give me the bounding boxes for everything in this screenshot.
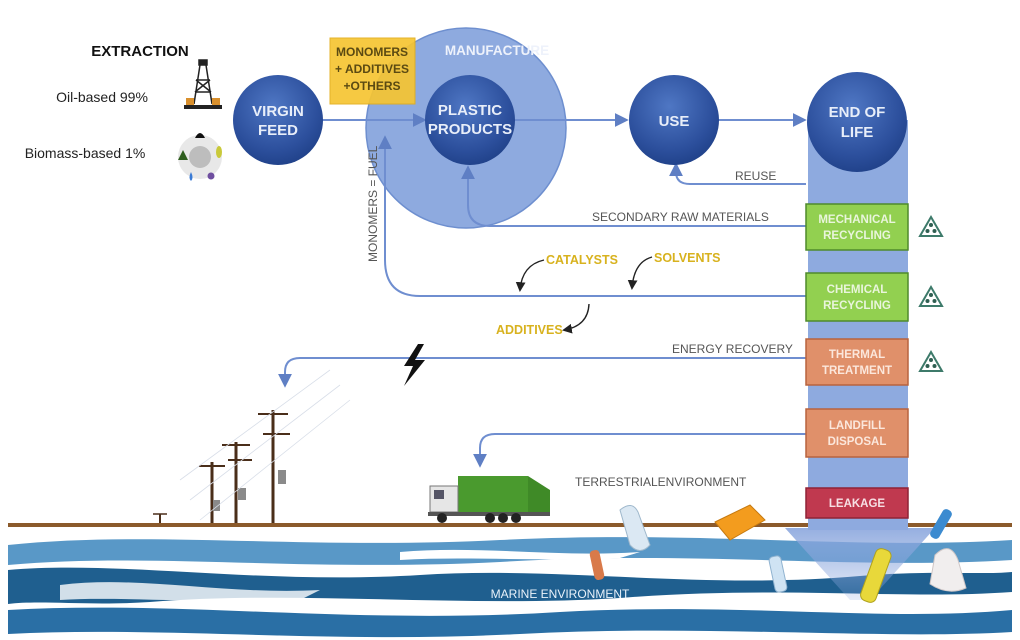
flow-lines <box>278 113 807 468</box>
flow-energy-recovery <box>278 357 806 388</box>
power-poles-icon <box>153 410 290 523</box>
eol-option-landfill-disposal: LANDFILL DISPOSAL <box>805 408 909 458</box>
ground-line <box>8 523 1012 527</box>
recycle-dot <box>932 364 937 368</box>
eol-box-label: RECYCLING <box>823 230 891 242</box>
recycle-dot <box>929 293 933 297</box>
virgin-feed-line2: FEED <box>258 122 298 139</box>
end-of-life-line2: LIFE <box>841 124 874 141</box>
eol-box <box>805 408 909 458</box>
end-of-life-column <box>808 120 908 530</box>
node-plastic-products: PLASTIC PRODUCTS <box>425 75 515 165</box>
virgin-feed-line1: VIRGIN <box>252 103 304 120</box>
recycle-triangle-icon <box>918 215 944 237</box>
corn-icon <box>216 146 222 158</box>
additives-label: ADDITIVES <box>496 323 563 337</box>
inputs-box-text: MONOMERS + ADDITIVES +OTHERS <box>335 45 409 93</box>
node-use: USE <box>629 75 719 165</box>
eol-option-chemical-recycling: CHEMICAL RECYCLING <box>805 272 944 322</box>
inputs-box <box>329 37 416 105</box>
recycle-dot <box>932 299 937 303</box>
recycle-triangle-icon <box>918 350 944 372</box>
secondary-raw-materials-label: SECONDARY RAW MATERIALS <box>592 210 769 224</box>
yellow-bottle-icon <box>860 548 892 603</box>
solvents-label: SOLVENTS <box>654 251 720 265</box>
chemical-input-arrows <box>515 256 653 334</box>
white-bag-icon <box>929 548 967 592</box>
flow-secondary-raw-materials <box>461 165 806 227</box>
recycle-dot <box>929 223 933 227</box>
plastic-litter <box>589 504 967 603</box>
leakage-funnel <box>785 528 935 600</box>
eol-box-label: TREATMENT <box>822 365 892 377</box>
inputs-line3: +OTHERS <box>343 79 400 93</box>
catalysts-arrow <box>515 259 545 292</box>
catalysts-label: CATALYSTS <box>546 253 618 267</box>
water-drop-icon <box>189 172 193 181</box>
node-end-of-life: END OF LIFE <box>807 72 907 172</box>
use-label: USE <box>659 113 690 130</box>
manufacture-label: MANUFACTURE <box>445 43 549 58</box>
lightning-icon <box>404 344 425 386</box>
inputs-line1: MONOMERS <box>336 45 408 59</box>
end-of-life-line1: END OF <box>829 104 886 121</box>
water-bottle-icon <box>768 555 788 593</box>
monomers-fuel-label: MONOMERS = FUEL <box>366 145 380 262</box>
biomass-icon <box>178 133 222 181</box>
recycle-dot <box>925 364 930 368</box>
recycle-dot <box>932 229 937 233</box>
eol-box-label: RECYCLING <box>823 300 891 312</box>
flow-monomers-fuel <box>378 135 806 297</box>
biomass-based-label: Biomass-based 1% <box>25 145 146 161</box>
eol-box-label: DISPOSAL <box>828 436 887 448</box>
plastic-bag-icon <box>619 505 651 551</box>
recycle-triangle-icon <box>918 285 944 307</box>
grapes-icon <box>207 172 215 180</box>
jerry-can-icon <box>714 504 766 541</box>
eol-box <box>805 203 909 251</box>
marine-environment-label: MARINE ENVIRONMENT <box>491 587 630 601</box>
power-lines <box>179 369 351 521</box>
eol-box <box>805 338 909 386</box>
eol-option-mechanical-recycling: MECHANICAL RECYCLING <box>805 203 944 251</box>
garbage-truck-icon <box>428 476 550 523</box>
recycle-dot <box>929 358 933 362</box>
energy-recovery-label: ENERGY RECOVERY <box>672 342 793 356</box>
additives-arrow <box>562 303 590 334</box>
recycle-dot <box>925 299 930 303</box>
tree-icon <box>178 150 188 160</box>
oil-rig-icon <box>184 59 222 109</box>
solvents-arrow <box>627 256 653 290</box>
inputs-line2: + ADDITIVES <box>335 62 409 76</box>
reuse-label: REUSE <box>735 169 776 183</box>
eol-box-label: CHEMICAL <box>827 284 888 296</box>
oil-drop-icon <box>195 133 205 138</box>
eol-option-leakage: LEAKAGE <box>805 487 909 519</box>
extraction-title: EXTRACTION <box>91 43 189 60</box>
end-of-life-options: MECHANICAL RECYCLING CHEMICAL RECYCLING THER… <box>805 203 944 519</box>
eol-box-label: THERMAL <box>829 349 885 361</box>
blue-bottle-icon <box>930 509 952 539</box>
node-virgin-feed: VIRGIN FEED <box>233 75 323 165</box>
bottle-icon <box>589 550 605 580</box>
recycle-dot <box>925 229 930 233</box>
flow-reuse <box>669 162 806 185</box>
eol-box <box>805 487 909 519</box>
flow-landfill <box>473 433 806 468</box>
eol-box <box>805 272 909 322</box>
terrestrial-environment-label: TERRESTRIALENVIRONMENT <box>575 475 747 489</box>
eol-box-label: MECHANICAL <box>818 214 895 226</box>
oil-based-label: Oil-based 99% <box>56 89 148 105</box>
eol-box-label: LANDFILL <box>829 420 885 432</box>
plastic-products-line2: PRODUCTS <box>428 121 512 138</box>
plastic-products-line1: PLASTIC <box>438 102 502 119</box>
eol-box-label: LEAKAGE <box>829 498 886 510</box>
eol-option-thermal-treatment: THERMAL TREATMENT <box>805 338 944 386</box>
